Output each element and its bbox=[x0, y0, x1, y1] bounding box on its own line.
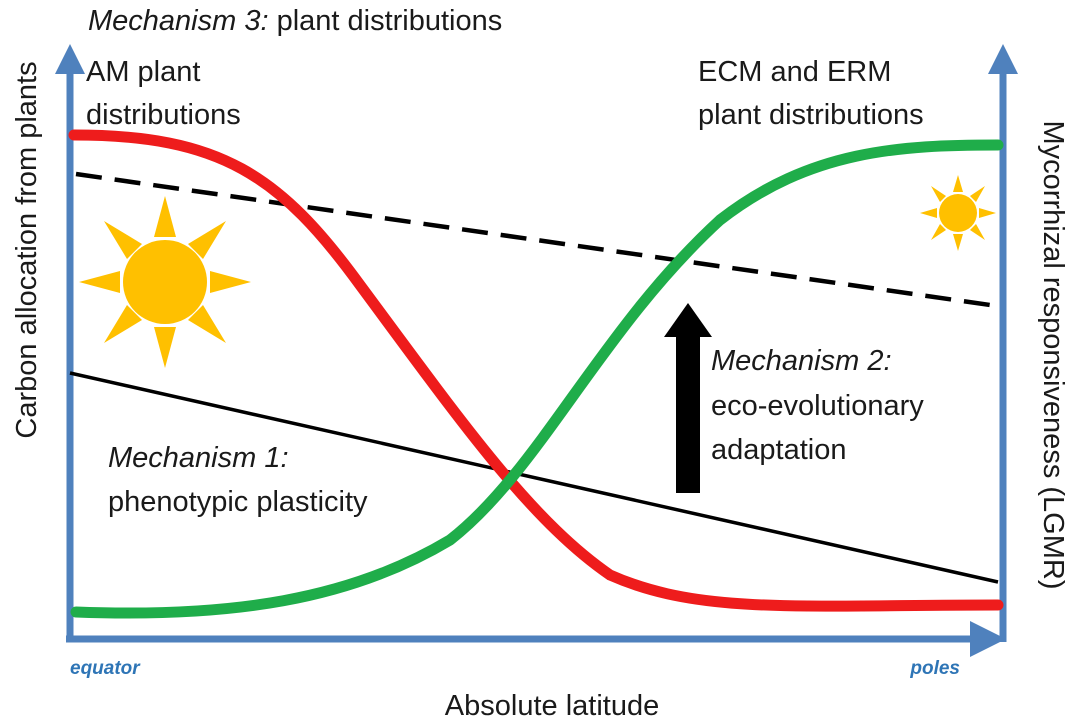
left-y-axis-label: Carbon allocation from plants bbox=[11, 61, 43, 438]
mechanism2-title: Mechanism 2: bbox=[711, 345, 892, 377]
mechanism2-description-line2: adaptation bbox=[711, 434, 846, 466]
right-y-axis-label: Mycorrhizal responsiveness (LGMR) bbox=[1037, 121, 1069, 590]
sun-icon bbox=[920, 175, 996, 251]
equator-label: equator bbox=[70, 658, 141, 679]
mechanism1-description: phenotypic plasticity bbox=[108, 486, 368, 518]
plasticity-line bbox=[69, 371, 999, 584]
x-axis-label: Absolute latitude bbox=[445, 690, 659, 722]
ecm-erm-label-line2: plant distributions bbox=[698, 99, 924, 131]
diagram-title: Mechanism 3: plant distributions bbox=[88, 5, 502, 37]
am-plant-label: AM plant bbox=[86, 56, 200, 88]
right-axis-arrowhead bbox=[988, 44, 1018, 74]
mechanism2-description-line1: eco-evolutionary bbox=[711, 390, 924, 422]
up-arrow-icon bbox=[664, 303, 712, 493]
x-axis-arrowhead bbox=[970, 621, 1006, 657]
sun-icon bbox=[79, 196, 251, 368]
am-plant-label-line2: distributions bbox=[86, 99, 241, 131]
am-distribution-curve bbox=[68, 129, 1004, 612]
ecm-distribution-curve bbox=[70, 139, 1004, 619]
mechanism1-title: Mechanism 1: bbox=[108, 442, 289, 474]
left-axis-arrowhead bbox=[55, 44, 85, 74]
poles-label: poles bbox=[909, 658, 960, 679]
ecm-erm-label: ECM and ERM bbox=[698, 56, 891, 88]
